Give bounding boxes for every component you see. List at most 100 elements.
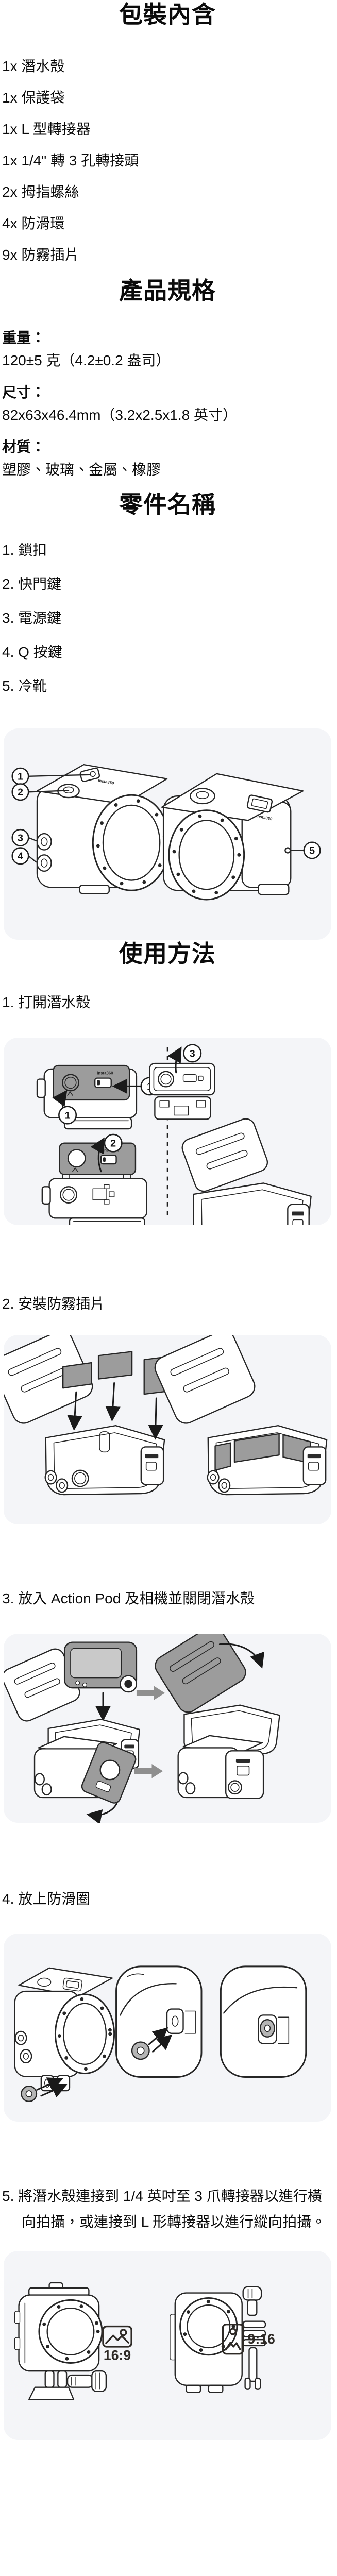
cold-shoe — [246, 794, 273, 813]
section-title-package: 包裝內含 — [119, 1, 216, 28]
svg-text:2: 2 — [110, 1138, 116, 1149]
callout-badge-5: 5 — [303, 841, 321, 859]
closing-lid — [155, 1634, 246, 1713]
antifog-insert-installed — [233, 1433, 280, 1463]
insert-installed-panel — [154, 1335, 328, 1496]
package-list: 1x 潛水殼 1x 保護袋 1x L 型轉接器 1x 1/4" 轉 3 孔轉接頭… — [2, 57, 333, 265]
next-arrow — [134, 1764, 163, 1778]
usage-step-1: 1. 打開潛水殼 — [2, 994, 91, 1010]
portrait-photo-icon — [222, 2323, 244, 2355]
ring-detail-panel — [115, 1965, 203, 2078]
dive-case-front-right-view: Insta360 — [161, 773, 304, 901]
package-item: 2x 拇指螺絲 — [2, 184, 79, 200]
part-item: 5. 冷靴 — [2, 678, 47, 694]
part-item: 3. 電源鍵 — [2, 610, 62, 626]
svg-text:1: 1 — [18, 771, 23, 783]
lift-lid-panel — [149, 1046, 215, 1120]
landscape-photo-icon — [102, 2325, 132, 2348]
package-item: 9x 防霧插片 — [2, 247, 79, 263]
lift-arrow — [167, 1046, 182, 1074]
case-door — [53, 1064, 130, 1101]
usage-step-5: 5. 將潛水殼連接到 1/4 英吋至 3 爪轉接器以進行橫向拍攝，或連接到 L … — [2, 2188, 326, 2230]
antislip-diagram-card — [4, 1934, 331, 2122]
spec-value: 120±5 克（4.2±0.2 盎司） — [2, 352, 171, 368]
portrait-mount-case — [170, 2286, 266, 2393]
svg-text:3: 3 — [18, 833, 23, 844]
svg-text:5: 5 — [309, 845, 315, 856]
spec-label: 尺寸： — [2, 384, 46, 400]
closed-case-panel — [177, 1735, 264, 1800]
step-badge-1b: 1 — [58, 1106, 77, 1125]
antifog-insert-installed — [214, 1442, 231, 1471]
spec-value: 塑膠、玻璃、金屬、橡膠 — [2, 462, 161, 478]
antifog-insert — [62, 1362, 92, 1389]
part-item: 1. 鎖扣 — [2, 542, 47, 558]
mounting-diagram: 16:9 — [14, 2282, 275, 2400]
usage-step-2: 2. 安裝防霧插片 — [2, 1296, 105, 1312]
parts-diagram-card: Insta360 — [4, 728, 331, 940]
svg-text:3: 3 — [190, 1048, 195, 1059]
close-door-panel — [33, 1736, 137, 1823]
ring-installed-panel — [220, 1965, 307, 2078]
action-pod — [63, 1641, 138, 1693]
section-title-specs: 產品規格 — [119, 277, 216, 304]
landscape-mount-case — [14, 2282, 107, 2400]
cold-shoe-pin-hole — [284, 847, 291, 854]
case-with-ring — [14, 1967, 115, 2102]
spec-label: 材質： — [2, 439, 46, 455]
part-item: 4. Q 按鍵 — [2, 644, 62, 660]
opened-case-panel — [181, 1118, 312, 1225]
three-prong-mount — [242, 2320, 266, 2328]
package-item: 1x 潛水殼 — [2, 58, 65, 74]
antifog-diagram-card — [4, 1335, 331, 1524]
landscape-aspect: 16:9 — [102, 2325, 132, 2363]
package-item: 1x 1/4" 轉 3 孔轉接頭 — [2, 152, 139, 168]
usage-step-3: 3. 放入 Action Pod 及相機並關閉潛水殼 — [2, 1590, 255, 1606]
spec-value: 82x63x46.4mm（3.2x2.5x1.8 英寸） — [2, 407, 237, 423]
package-item: 1x 保護袋 — [2, 90, 65, 106]
insert-drop-panel — [4, 1335, 170, 1496]
parts-diagram: Insta360 — [11, 764, 321, 901]
door-open-panel: Insta360 — [41, 1137, 147, 1225]
package-item: 1x L 型轉接器 — [2, 121, 91, 137]
logo-text: Insta360 — [97, 1071, 113, 1076]
dive-case-front-left-view: Insta360 — [36, 764, 171, 894]
antifog-diagram — [4, 1335, 328, 1496]
l-adapter — [248, 2347, 258, 2382]
section-title-usage: 使用方法 — [119, 940, 216, 967]
antifog-insert — [97, 1351, 133, 1380]
open-case-diagram: Insta360 1 1 3 — [36, 1044, 312, 1225]
next-arrow — [136, 1686, 165, 1700]
specs-list: 重量： 120±5 克（4.2±0.2 盎司） 尺寸： 82x63x46.4mm… — [2, 327, 333, 481]
step-badge-2: 2 — [104, 1133, 123, 1153]
callout-badge-1: 1 — [11, 767, 29, 785]
section-title-parts: 零件名稱 — [119, 491, 216, 518]
part-item: 2. 快門鍵 — [2, 576, 62, 592]
power-button — [36, 833, 52, 851]
q-button — [36, 854, 52, 872]
parts-list: 1. 鎖扣 2. 快門鍵 3. 電源鍵 4. Q 按鍵 5. 冷靴 — [2, 540, 333, 696]
step-badge-3: 3 — [183, 1044, 202, 1063]
open-case-diagram-card: Insta360 1 1 3 — [4, 1038, 331, 1225]
mount-tab — [166, 2008, 184, 2035]
antislip-diagram — [14, 1965, 307, 2102]
open-arrow — [90, 1137, 105, 1173]
case-door — [81, 1742, 137, 1804]
insert-pod-diagram-card — [4, 1634, 331, 1823]
mounting-diagram-card: 16:9 — [4, 2251, 331, 2440]
package-item: 4x 防滑環 — [2, 215, 65, 231]
landscape-aspect-label: 16:9 — [104, 2348, 131, 2363]
portrait-aspect: 9:16 — [222, 2323, 275, 2355]
callout-badge-3: 3 — [11, 828, 29, 846]
spec-label: 重量： — [2, 330, 46, 346]
svg-text:4: 4 — [18, 851, 23, 862]
manual-page: 包裝內含 1x 潛水殼 1x 保護袋 1x L 型轉接器 1x 1/4" 轉 3… — [2, 1, 333, 2440]
svg-text:2: 2 — [18, 787, 23, 798]
usage-step-4: 4. 放上防滑圈 — [2, 1891, 91, 1907]
portrait-aspect-label: 9:16 — [248, 2331, 275, 2347]
svg-text:1: 1 — [65, 1110, 71, 1121]
insert-pod-diagram — [4, 1634, 280, 1823]
callout-badge-4: 4 — [11, 847, 29, 865]
slide-lock-panel: Insta360 — [36, 1064, 142, 1130]
callout-badge-2: 2 — [11, 783, 29, 801]
